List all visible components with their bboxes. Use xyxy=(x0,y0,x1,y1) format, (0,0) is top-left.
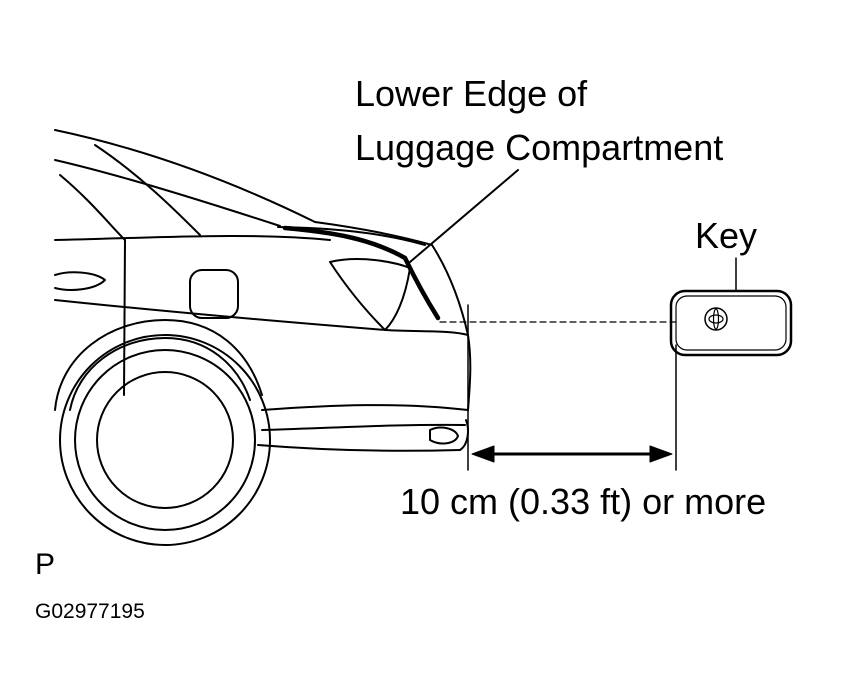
luggage-edge-highlight xyxy=(282,225,441,321)
luggage-edge-label-line1: Lower Edge of xyxy=(355,73,588,114)
figure-code: G02977195 xyxy=(35,600,145,623)
key-fob xyxy=(669,257,793,357)
car-body xyxy=(54,129,472,452)
double-headed-arrow-icon xyxy=(471,445,673,463)
key-label: Key xyxy=(695,215,758,256)
view-letter: P xyxy=(35,548,56,581)
edge-leader-line xyxy=(409,169,519,263)
rear-wheel xyxy=(59,334,271,546)
luggage-edge-label-line2: Luggage Compartment xyxy=(355,127,724,168)
toyota-emblem-icon xyxy=(704,307,728,331)
distance-label: 10 cm (0.33 ft) or more xyxy=(400,481,767,522)
